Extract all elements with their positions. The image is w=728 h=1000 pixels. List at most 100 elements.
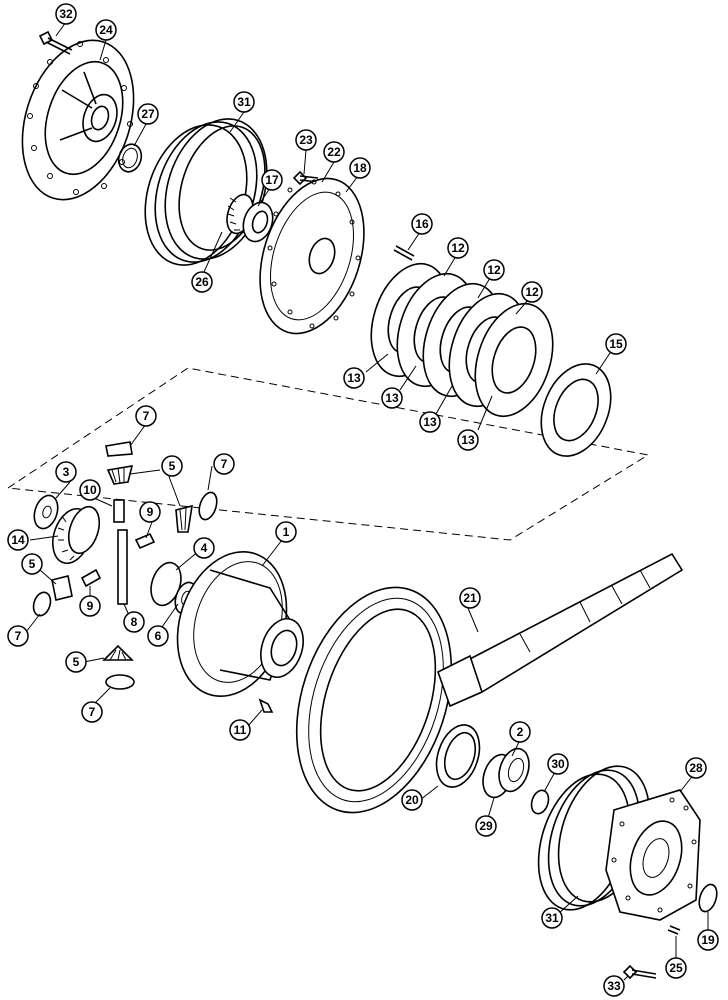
svg-text:7: 7 (89, 705, 96, 719)
svg-text:5: 5 (73, 655, 80, 669)
callout-7b: 7 (213, 453, 235, 475)
pressure-plate-18 (259, 177, 365, 335)
callout-26: 26 (191, 271, 213, 293)
svg-text:7: 7 (143, 409, 150, 423)
callout-25: 25 (665, 957, 687, 979)
thrust-washer-7a (105, 441, 133, 457)
thrust-washer-7d (105, 674, 135, 690)
svg-text:21: 21 (463, 591, 477, 605)
thrust-washer-3 (33, 494, 59, 530)
pinion-shaft-21 (437, 552, 684, 708)
pin-9b (80, 568, 102, 588)
pin-16 (393, 245, 415, 261)
svg-text:5: 5 (169, 459, 176, 473)
backing-ring-15 (540, 363, 612, 457)
end-housing-28 (605, 789, 701, 921)
svg-text:18: 18 (353, 161, 367, 175)
bearing-17 (242, 201, 274, 243)
svg-text:31: 31 (545, 911, 559, 925)
callout-13c: 13 (419, 411, 441, 433)
callout-32: 32 (55, 3, 77, 25)
bolt-23 (292, 170, 319, 186)
svg-text:15: 15 (609, 337, 623, 351)
bolt-32 (38, 30, 73, 55)
callout-9a: 9 (139, 501, 161, 523)
assembly-guide-lines (7, 367, 650, 541)
callout-9b: 9 (79, 595, 101, 617)
callout-5a: 5 (161, 455, 183, 477)
callout-1: 1 (275, 521, 297, 543)
svg-text:19: 19 (701, 933, 715, 947)
callout-12a: 12 (447, 237, 469, 259)
snap-ring-30 (530, 789, 550, 815)
svg-text:13: 13 (347, 371, 361, 385)
callout-14: 14 (7, 529, 29, 551)
differential-case-1 (176, 551, 304, 697)
svg-text:5: 5 (29, 557, 36, 571)
bolt-33 (622, 964, 657, 980)
callout-3: 3 (55, 461, 77, 483)
flange-housing (21, 39, 135, 201)
svg-text:14: 14 (11, 533, 25, 547)
svg-text:13: 13 (385, 391, 399, 405)
bearing-cone-2 (498, 747, 530, 793)
svg-text:16: 16 (415, 217, 429, 231)
callout-28: 28 (685, 757, 707, 779)
svg-text:31: 31 (237, 95, 251, 109)
callout-16: 16 (411, 213, 433, 235)
svg-text:12: 12 (451, 241, 465, 255)
callout-7d: 7 (81, 701, 103, 723)
svg-text:24: 24 (99, 23, 113, 37)
bolt-11 (258, 698, 274, 713)
callout-5b: 5 (21, 553, 43, 575)
svg-text:27: 27 (141, 107, 155, 121)
svg-text:29: 29 (479, 819, 493, 833)
svg-text:7: 7 (221, 457, 228, 471)
ring-gear-21 (295, 586, 453, 814)
svg-text:32: 32 (59, 7, 73, 21)
svg-text:10: 10 (83, 483, 97, 497)
svg-text:22: 22 (327, 145, 341, 159)
callout-4: 4 (193, 537, 215, 559)
svg-text:23: 23 (299, 133, 313, 147)
svg-text:28: 28 (689, 761, 703, 775)
shaft-8 (117, 529, 128, 605)
callout-7c: 7 (7, 625, 29, 647)
svg-text:3: 3 (63, 465, 70, 479)
pin-9a (134, 532, 156, 550)
thrust-washer-7b (198, 491, 218, 521)
callout-23: 23 (295, 129, 317, 151)
pinion-gear-5d (102, 644, 134, 661)
svg-text:20: 20 (405, 793, 419, 807)
callout-6: 6 (147, 625, 169, 647)
callout-20: 20 (401, 789, 423, 811)
svg-text:17: 17 (265, 173, 279, 187)
callout-29: 29 (475, 815, 497, 837)
pinion-gear-5c (51, 575, 73, 601)
callout-22: 22 (323, 141, 345, 163)
thrust-washer-7c (32, 591, 52, 617)
callout-7a: 7 (135, 405, 157, 427)
pinion-gear-5b (175, 504, 193, 533)
svg-text:1: 1 (283, 525, 290, 539)
side-gear-14 (52, 505, 101, 565)
cross-shaft-10 (113, 499, 125, 523)
callout-13a: 13 (343, 367, 365, 389)
callout-31-top: 31 (233, 91, 255, 113)
svg-text:11: 11 (234, 723, 247, 737)
svg-text:2: 2 (517, 725, 524, 739)
svg-text:7: 7 (15, 629, 22, 643)
callout-10: 10 (79, 479, 101, 501)
callout-33: 33 (603, 975, 625, 997)
pin-25 (667, 925, 681, 935)
callout-2: 2 (509, 721, 531, 743)
svg-text:30: 30 (551, 757, 565, 771)
svg-text:12: 12 (525, 285, 539, 299)
callout-15: 15 (605, 333, 627, 355)
svg-text:9: 9 (87, 599, 94, 613)
callout-21: 21 (459, 587, 481, 609)
callout-30: 30 (547, 753, 569, 775)
svg-text:26: 26 (195, 275, 209, 289)
callout-5c: 5 (65, 651, 87, 673)
